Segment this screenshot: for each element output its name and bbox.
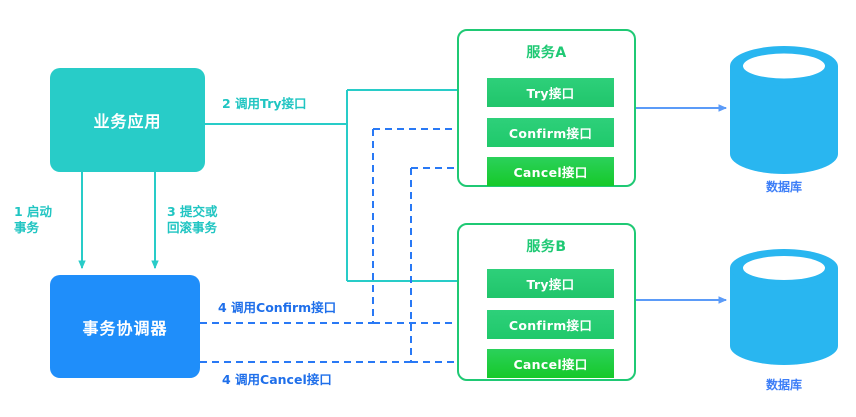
database-b-label: 数据库 — [765, 378, 802, 392]
service-a-cancel-api-label: Cancel接口 — [513, 165, 588, 180]
service-b-cancel-api-label: Cancel接口 — [513, 357, 588, 372]
edge-label-commit-rollback: 3 提交或 回滚事务 — [167, 204, 218, 235]
edge-label-call-confirm: 4 调用Confirm接口 — [218, 300, 337, 315]
database-b-cylinder — [730, 249, 838, 365]
node-transaction-coordinator[interactable]: 事务协调器 — [50, 275, 200, 378]
database-a-label: 数据库 — [765, 180, 802, 194]
service-b-confirm-api-label: Confirm接口 — [508, 318, 593, 333]
service-b-confirm-api[interactable]: Confirm接口 — [487, 310, 614, 339]
service-b-try-api[interactable]: Try接口 — [487, 269, 614, 298]
database-b: 数据库 — [730, 376, 838, 393]
service-a-title: 服务A — [526, 45, 567, 61]
edge-label-call-cancel: 4 调用Cancel接口 — [222, 372, 332, 387]
node-service-b[interactable]: 服务B Try接口 Confirm接口 Cancel接口 — [457, 223, 636, 381]
node-business-app[interactable]: 业务应用 — [50, 68, 205, 172]
edge-label-call-try: 2 调用Try接口 — [222, 96, 307, 111]
service-a-try-api-label: Try接口 — [526, 86, 575, 101]
service-a-cancel-api[interactable]: Cancel接口 — [487, 157, 614, 186]
service-b-title: 服务B — [526, 239, 567, 255]
node-transaction-coordinator-label: 事务协调器 — [82, 318, 168, 338]
node-service-a[interactable]: 服务A Try接口 Confirm接口 Cancel接口 — [457, 29, 636, 187]
edge-label-start-transaction: 1 启动 事务 — [14, 204, 53, 235]
node-business-app-label: 业务应用 — [93, 112, 162, 131]
database-a-cylinder — [730, 46, 838, 174]
service-a-try-api[interactable]: Try接口 — [487, 78, 614, 107]
service-b-try-api-label: Try接口 — [526, 277, 575, 292]
service-a-confirm-api[interactable]: Confirm接口 — [487, 118, 614, 147]
database-a: 数据库 — [730, 178, 838, 195]
service-a-confirm-api-label: Confirm接口 — [508, 126, 593, 141]
service-b-cancel-api[interactable]: Cancel接口 — [487, 349, 614, 378]
